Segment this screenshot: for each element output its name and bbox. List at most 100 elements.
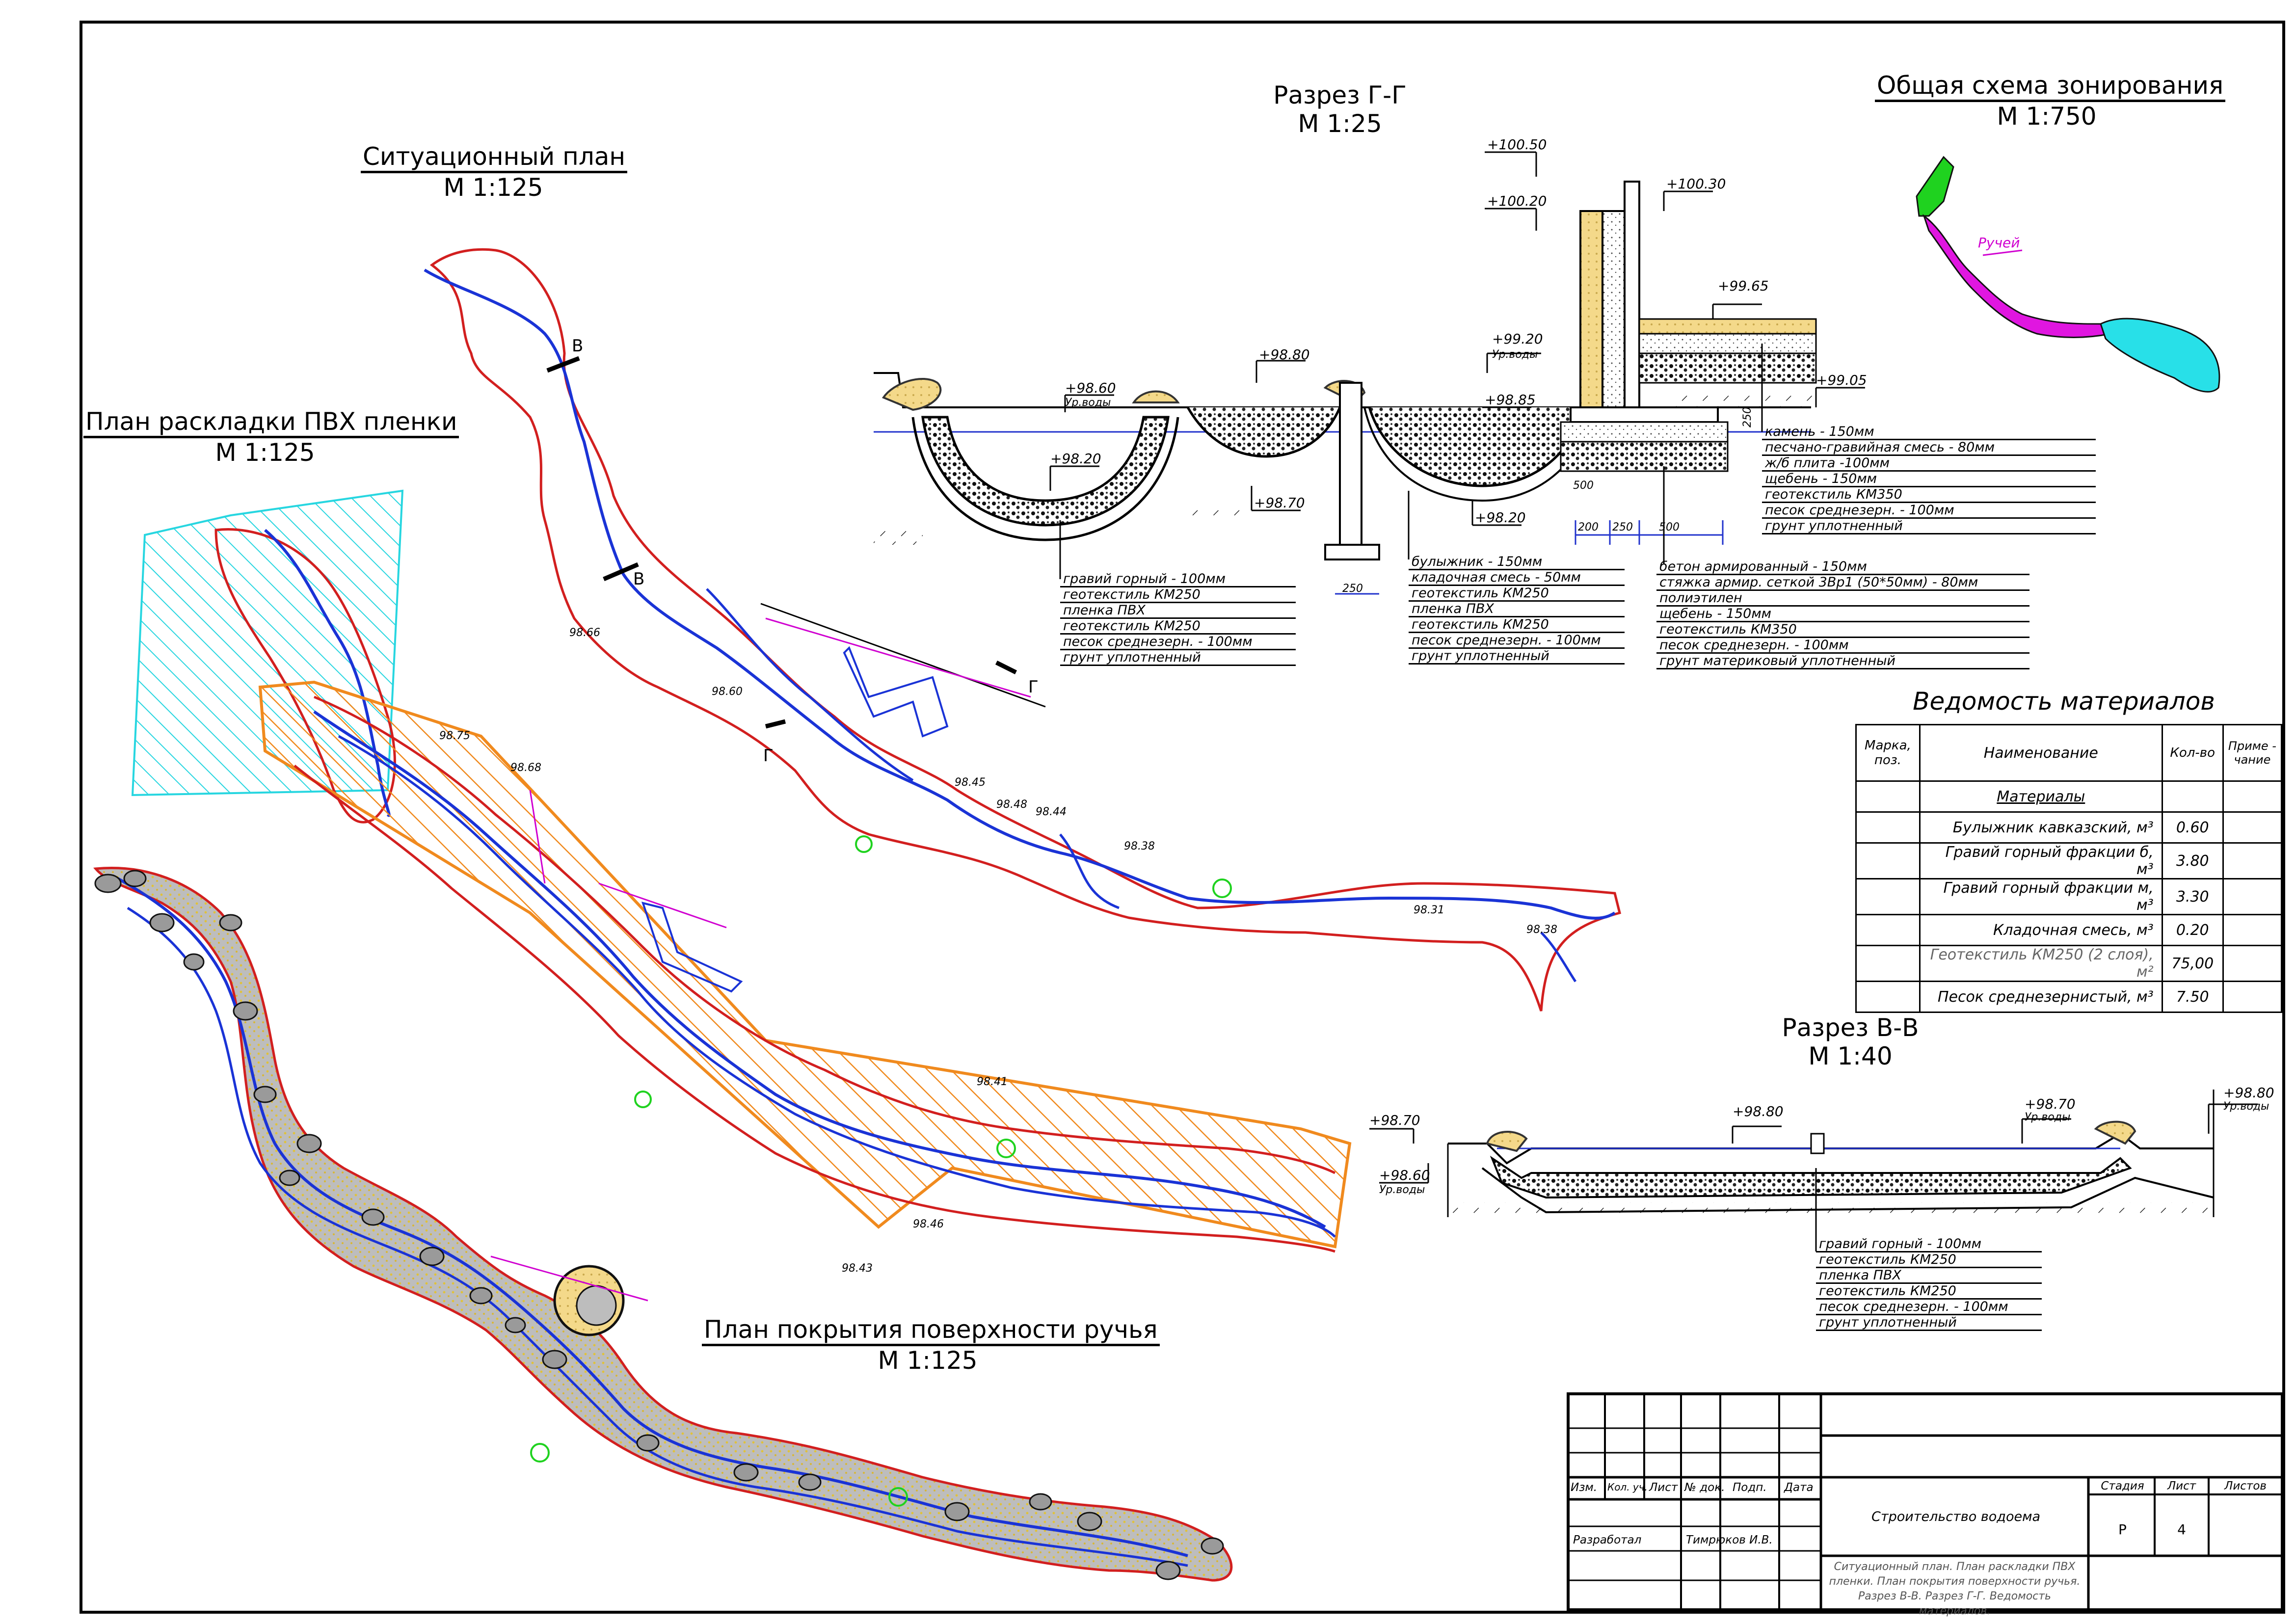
- section-vv-drawing: [1369, 1090, 2258, 1251]
- spec-line: геотекстиль КМ250: [1816, 1252, 2042, 1268]
- gg-dim: 250: [1741, 407, 1754, 427]
- note-header: Приме - чание: [2222, 724, 2283, 782]
- cut-v-top: В: [572, 336, 584, 356]
- stamp-col: Дата: [1784, 1481, 1814, 1494]
- material-qty: 7.50: [2161, 981, 2224, 1013]
- vv-level: +98.70: [2025, 1096, 2076, 1112]
- material-name: Кладочная смесь, м³: [1919, 914, 2163, 946]
- spec-line: ж/б плита -100мм: [1762, 455, 2096, 472]
- spot-level: 98.45: [955, 776, 986, 789]
- pvc-plan-title: План раскладки ПВХ пленки М 1:125: [83, 407, 459, 467]
- cut-g-right: Г: [1028, 677, 1039, 697]
- section-gg-drawing: [874, 151, 1865, 595]
- section-gg-name: Разрез Г-Г: [1273, 81, 1407, 109]
- gg-spec-mid: булыжник - 150мм кладочная смесь - 50мм …: [1409, 554, 1625, 665]
- gg-level: +99.20: [1492, 331, 1543, 347]
- gg-level: +98.60: [1065, 380, 1116, 396]
- spec-line: булыжник - 150мм: [1409, 554, 1625, 570]
- cut-g-left: Г: [763, 746, 774, 766]
- spot-level: 98.75: [439, 730, 470, 742]
- vv-spec: гравий горный - 100мм геотекстиль КМ250 …: [1816, 1236, 2042, 1331]
- pvc-plan-drawing: [131, 489, 1352, 1253]
- spec-line: бетон армированный - 150мм: [1656, 559, 2029, 575]
- title-block-lines: [1567, 1392, 2284, 1611]
- sheet-header: Лист: [2167, 1480, 2196, 1492]
- spec-line: песок среднезерн. - 100мм: [1409, 633, 1625, 649]
- spot-level: 98.31: [1414, 904, 1444, 916]
- pvc-plan-scale: М 1:125: [215, 438, 315, 467]
- spec-line: пленка ПВХ: [1060, 603, 1296, 619]
- material-qty: 0.60: [2161, 811, 2224, 844]
- material-name: Булыжник кавказский, м³: [1919, 811, 2163, 844]
- gg-level: +100.20: [1487, 193, 1547, 209]
- spec-line: камень - 150мм: [1762, 424, 2096, 440]
- spec-line: кладочная смесь - 50мм: [1409, 570, 1625, 586]
- situation-plan-title: Ситуационный план М 1:125: [361, 142, 628, 202]
- materials-title: Ведомость материалов: [1913, 687, 2215, 716]
- group-label: Материалы: [1919, 780, 2163, 813]
- mark-header: Марка, поз.: [1855, 724, 1921, 782]
- vv-level: +98.80: [1733, 1103, 1784, 1119]
- stage-value: Р: [2118, 1521, 2127, 1538]
- vv-level: +98.60: [1379, 1167, 1430, 1183]
- material-name: Гравий горный фракции м, м³: [1919, 878, 2163, 915]
- sheet-value: 4: [2177, 1521, 2186, 1538]
- gg-dim: 500: [1573, 479, 1594, 492]
- situation-plan-scale: М 1:125: [443, 173, 543, 202]
- cover-plan-name: План покрытия поверхности ручья: [702, 1315, 1160, 1346]
- gg-spec-right: камень - 150мм песчано-гравийная смесь -…: [1762, 424, 2096, 534]
- spec-line: грунт материковый уплотненный: [1656, 653, 2029, 669]
- material-name: Гравий горный фракции б, м³: [1919, 842, 2163, 879]
- spec-line: песчано-гравийная смесь - 80мм: [1762, 440, 2096, 456]
- vv-water: Ур.воды: [1379, 1184, 1425, 1196]
- section-vv-name: Разрез В-В: [1782, 1013, 1919, 1042]
- material-name: Геотекстиль КМ250 (2 слоя), м²: [1919, 945, 2163, 982]
- spot-level: 98.38: [1526, 924, 1557, 936]
- stamp-col: Кол. уч.: [1607, 1481, 1648, 1493]
- sheets-header: Листов: [2224, 1480, 2267, 1492]
- section-gg-title: Разрез Г-Г М 1:25: [1237, 81, 1443, 138]
- spot-level: 98.68: [510, 762, 541, 774]
- situation-plan-drawing: [424, 248, 1622, 1012]
- qty-header: Кол-во: [2161, 724, 2224, 782]
- spec-line: грунт уплотненный: [1816, 1315, 2042, 1331]
- situation-plan-name: Ситуационный план: [361, 142, 628, 173]
- gg-level: +99.05: [1816, 372, 1867, 388]
- spec-line: геотекстиль КМ250: [1409, 617, 1625, 633]
- material-qty: 75,00: [2161, 945, 2224, 982]
- spot-level: 98.38: [1124, 840, 1155, 852]
- vv-level: +98.80: [2223, 1085, 2274, 1101]
- pvc-plan-name: План раскладки ПВХ пленки: [83, 407, 459, 438]
- gg-level: +98.20: [1050, 451, 1101, 467]
- spot-level: 98.48: [996, 799, 1027, 811]
- spec-line: грунт уплотненный: [1762, 518, 2096, 534]
- gg-dim: 500: [1659, 521, 1680, 533]
- spec-line: пленка ПВХ: [1409, 601, 1625, 617]
- gg-level: +98.80: [1259, 346, 1310, 363]
- spec-line: геотекстиль КМ250: [1060, 618, 1296, 635]
- zoning-scheme-drawing: [1916, 156, 2220, 393]
- spec-line: стяжка армир. сеткой 3Вр1 (50*50мм) - 80…: [1656, 575, 2029, 591]
- spec-line: песок среднезерн. - 100мм: [1656, 638, 2029, 654]
- vv-water: Ур.воды: [2223, 1100, 2269, 1113]
- spec-line: песок среднезерн. - 100мм: [1816, 1299, 2042, 1315]
- material-qty: 0.20: [2161, 914, 2224, 946]
- name-header: Наименование: [1919, 724, 2163, 782]
- stamp-col: Изм.: [1571, 1481, 1598, 1494]
- spec-line: грунт уплотненный: [1409, 648, 1625, 665]
- section-vv-scale: М 1:40: [1808, 1042, 1893, 1070]
- developer-name: Тимрюков И.В.: [1686, 1534, 1773, 1546]
- gg-water: Ур.воды: [1065, 397, 1111, 409]
- section-gg-scale: М 1:25: [1298, 109, 1382, 138]
- vv-water: Ур.воды: [2025, 1111, 2071, 1123]
- cut-v-bottom: В: [633, 569, 645, 589]
- spec-line: геотекстиль КМ250: [1409, 586, 1625, 602]
- gg-level: +99.65: [1718, 278, 1769, 294]
- zoning-title: Общая схема зонирования М 1:750: [1875, 71, 2226, 131]
- gg-level: +98.20: [1475, 509, 1526, 526]
- zoning-name: Общая схема зонирования: [1875, 71, 2226, 102]
